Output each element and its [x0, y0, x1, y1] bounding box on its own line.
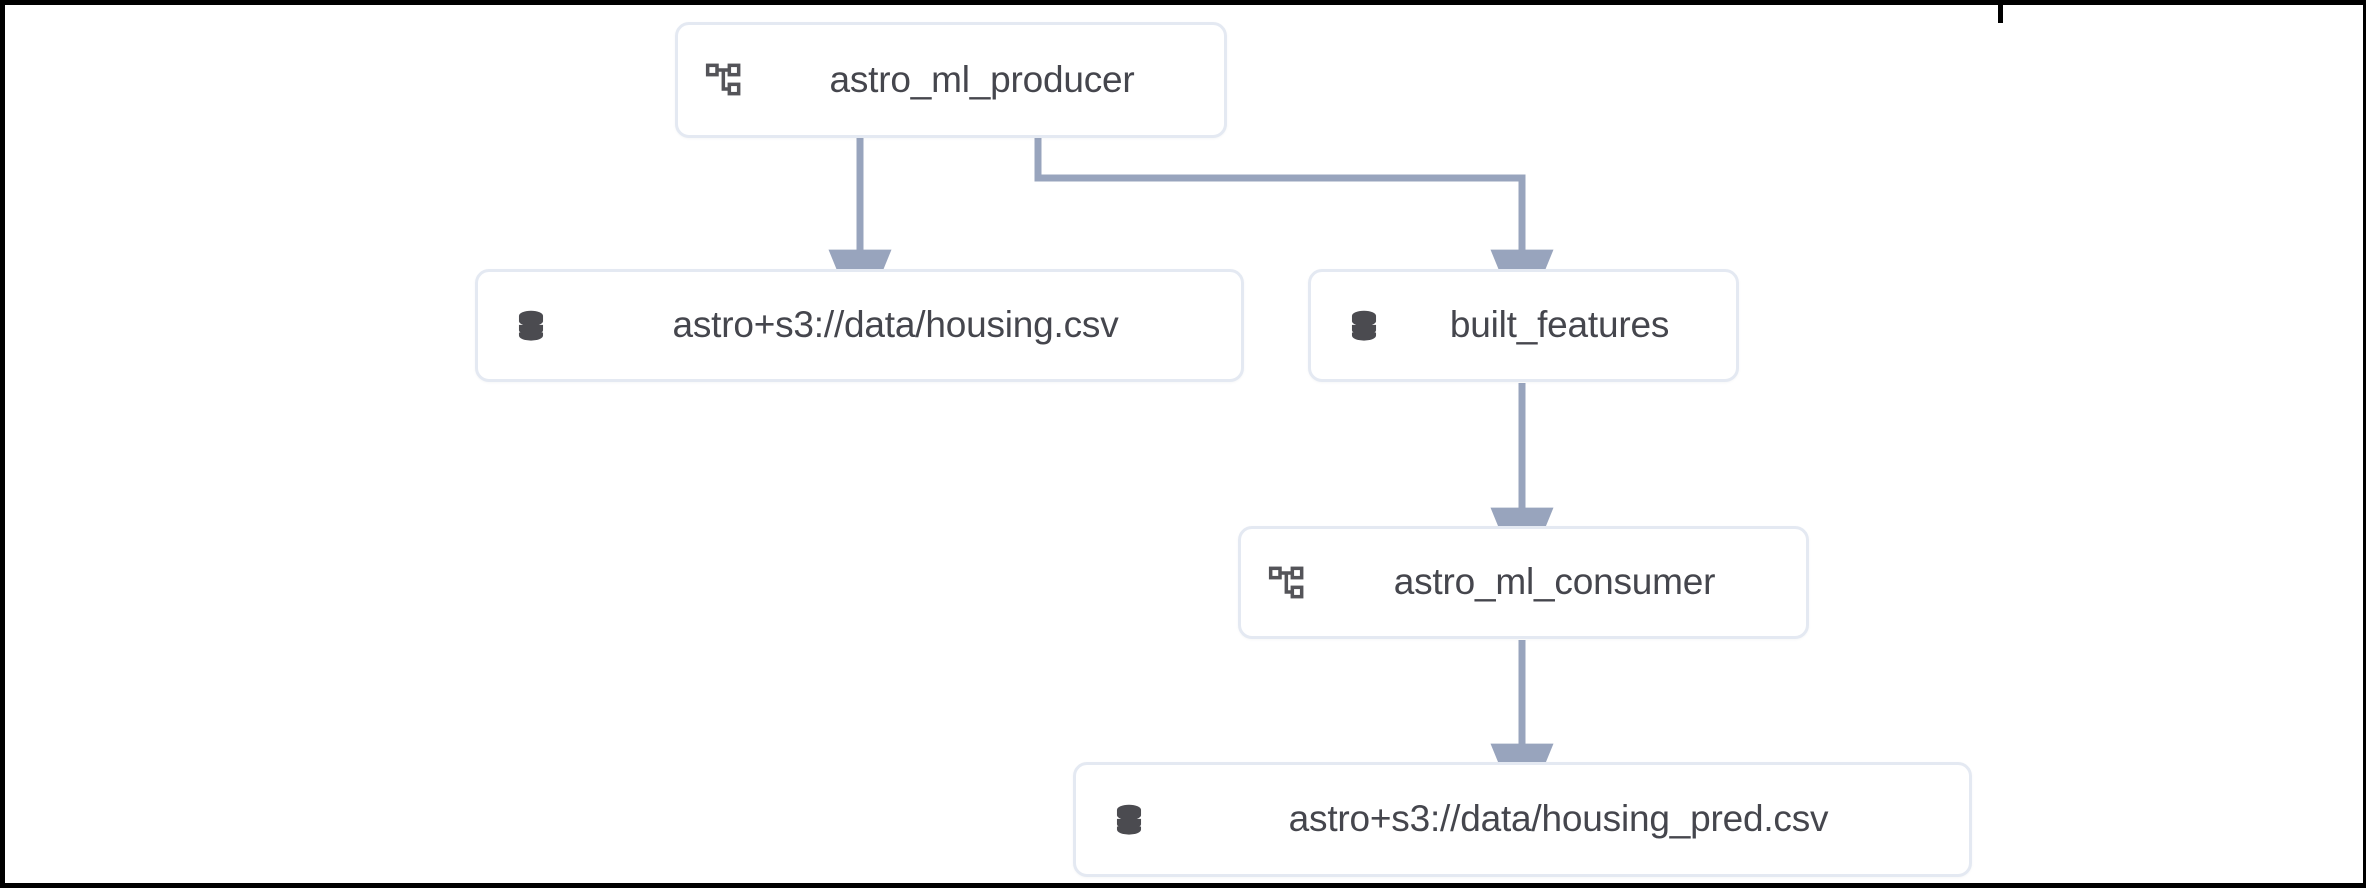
viewport-right-border	[2363, 5, 2366, 883]
graph-node-housing-csv[interactable]: astro+s3://data/housing.csv	[475, 269, 1244, 382]
database-icon	[1106, 797, 1152, 843]
graph-node-label: built_features	[1449, 304, 1670, 346]
dag-hierarchy-icon	[1265, 560, 1311, 606]
database-icon	[508, 303, 554, 349]
viewport-top-tick	[1998, 5, 2003, 23]
graph-node-astro-ml-producer[interactable]: astro_ml_producer	[675, 22, 1227, 138]
graph-node-astro-ml-consumer[interactable]: astro_ml_consumer	[1238, 526, 1809, 639]
dag-hierarchy-icon	[702, 57, 748, 103]
graph-node-label: astro_ml_consumer	[1393, 561, 1716, 603]
edge-producer-to-built-features	[1034, 138, 1554, 327]
graph-node-built-features[interactable]: built_features	[1308, 269, 1739, 382]
graph-node-label: astro+s3://data/housing_pred.csv	[1288, 798, 1829, 840]
graph-node-label: astro_ml_producer	[829, 58, 1135, 100]
database-icon	[1341, 303, 1387, 349]
graph-node-housing-pred-csv[interactable]: astro+s3://data/housing_pred.csv	[1073, 762, 1972, 877]
graph-node-label: astro+s3://data/housing.csv	[672, 304, 1119, 346]
